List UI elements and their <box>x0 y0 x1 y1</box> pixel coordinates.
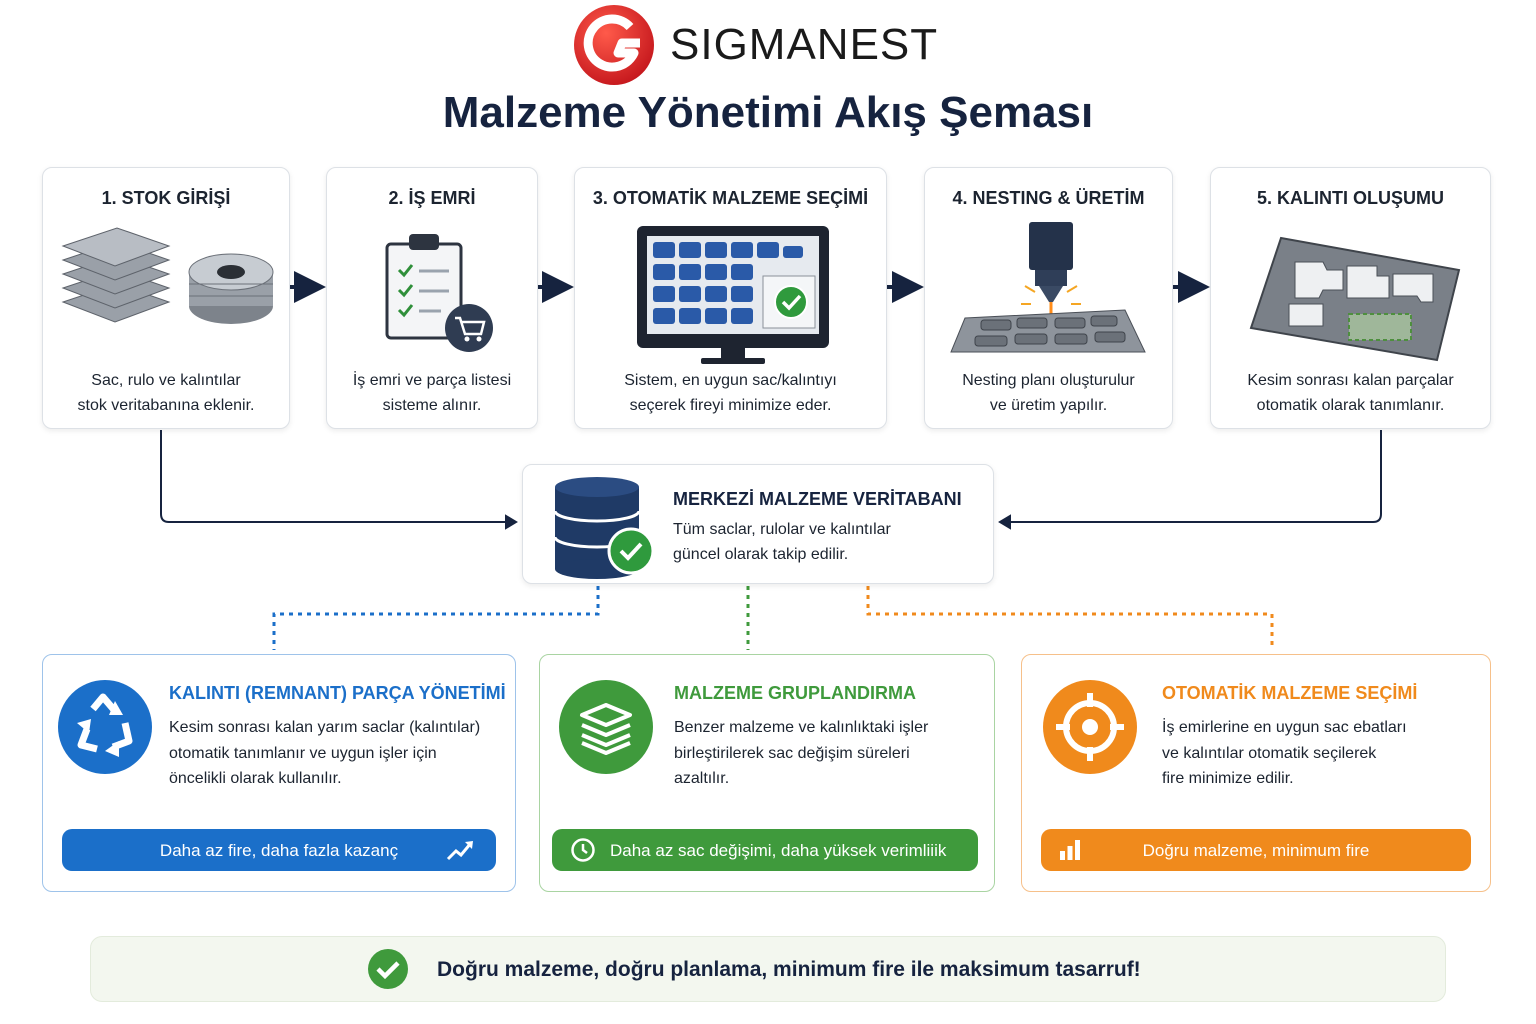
sigmanest-logo-icon <box>574 5 654 85</box>
benefit-pill: Doğru malzeme, minimum fire <box>1041 829 1471 871</box>
step-card-stock-entry: 1. STOK GİRİŞİ Sac, rulo ve kalıntılar s… <box>42 167 290 429</box>
feature-title: OTOMATİK MALZEME SEÇİMİ <box>1162 683 1418 703</box>
step-title: 1. STOK GİRİŞİ <box>101 188 231 208</box>
benefit-pill-label: Daha az fire, daha fazla kazanç <box>159 841 399 860</box>
feature-card-remnant-management: KALINTI (REMNANT) PARÇA YÖNETİMİ Kesim s… <box>42 654 516 892</box>
database-description: Tüm saclar, rulolar ve kalıntılar güncel… <box>673 521 891 563</box>
page-title: Malzeme Yönetimi Akış Şeması <box>442 88 1094 137</box>
step-description: Kesim sonrası kalan parçalar otomatik ol… <box>1247 372 1454 414</box>
step-card-work-order: 2. İŞ EMRİ İş emri ve parça listesi sist… <box>326 167 538 429</box>
footer-banner: Doğru malzeme, doğru planlama, minimum f… <box>90 936 1446 1002</box>
step-title: 2. İŞ EMRİ <box>388 188 476 208</box>
check-circle-icon <box>368 949 408 989</box>
bar-chart-icon <box>1060 840 1080 860</box>
clipboard-checklist-cart-icon <box>385 234 493 352</box>
step-description: İş emri ve parça listesi sisteme alınır. <box>352 372 512 414</box>
step-title: 5. KALINTI OLUŞUMU <box>1257 188 1444 208</box>
feature-title: MALZEME GRUPLANDIRMA <box>674 683 916 703</box>
step-description: Sac, rulo ve kalıntılar stok veritabanın… <box>77 372 255 414</box>
step-description: Sistem, en uygun sac/kalıntıyı seçerek f… <box>624 372 837 414</box>
laser-cutting-icon <box>950 222 1146 353</box>
trend-up-icon <box>446 841 473 861</box>
benefit-pill: Daha az sac değişimi, daha yüksek veriml… <box>552 829 978 871</box>
remnant-sheet-icon <box>1249 236 1461 362</box>
footer-tagline: Doğru malzeme, doğru planlama, minimum f… <box>437 958 1141 981</box>
step-card-auto-material-selection: 3. OTOMATİK MALZEME SEÇİMİ Sistem, en uy… <box>574 167 887 429</box>
database-check-icon <box>553 477 655 579</box>
stock-sheets-and-coil-icon <box>61 227 274 324</box>
step-title: 3. OTOMATİK MALZEME SEÇİMİ <box>592 188 869 208</box>
feature-card-material-grouping: MALZEME GRUPLANDIRMA Benzer malzeme ve k… <box>539 654 995 892</box>
step-card-remnant-creation: 5. KALINTI OLUŞUMU Kesim sonrası kalan p… <box>1210 167 1491 429</box>
benefit-pill-label: Daha az sac değişimi, daha yüksek veriml… <box>610 841 947 860</box>
database-title: MERKEZİ MALZEME VERİTABANI <box>673 489 962 509</box>
clock-icon <box>571 838 595 862</box>
central-database-card: MERKEZİ MALZEME VERİTABANI Tüm saclar, r… <box>522 464 994 584</box>
dotted-feature-links <box>272 586 1274 650</box>
recycle-icon <box>58 680 152 774</box>
step-description: Nesting planı oluşturulur ve üretim yapı… <box>962 372 1135 414</box>
benefit-pill-label: Doğru malzeme, minimum fire <box>1142 841 1370 860</box>
monitor-nesting-check-icon <box>637 226 829 364</box>
feature-description: İş emirlerine en uygun sac ebatları ve k… <box>1162 719 1407 787</box>
brand-logo: SIGMANEST <box>572 4 938 86</box>
feature-title: KALINTI (REMNANT) PARÇA YÖNETİMİ <box>169 683 506 703</box>
feature-description: Kesim sonrası kalan yarım saclar (kalınt… <box>169 719 481 787</box>
layers-icon <box>559 680 653 774</box>
step-card-nesting-production: 4. NESTING & ÜRETİM Nesting planı oluştu… <box>924 167 1173 429</box>
brand-name: SIGMANEST <box>670 20 939 69</box>
feature-card-auto-material-selection: OTOMATİK MALZEME SEÇİMİ İş emirlerine en… <box>1021 654 1491 892</box>
step-title: 4. NESTING & ÜRETİM <box>952 188 1145 208</box>
feature-description: Benzer malzeme ve kalınlıktaki işler bir… <box>674 719 929 787</box>
benefit-pill: Daha az fire, daha fazla kazanç <box>62 829 496 871</box>
target-icon <box>1043 680 1137 774</box>
db-feed-lines <box>160 430 1382 530</box>
